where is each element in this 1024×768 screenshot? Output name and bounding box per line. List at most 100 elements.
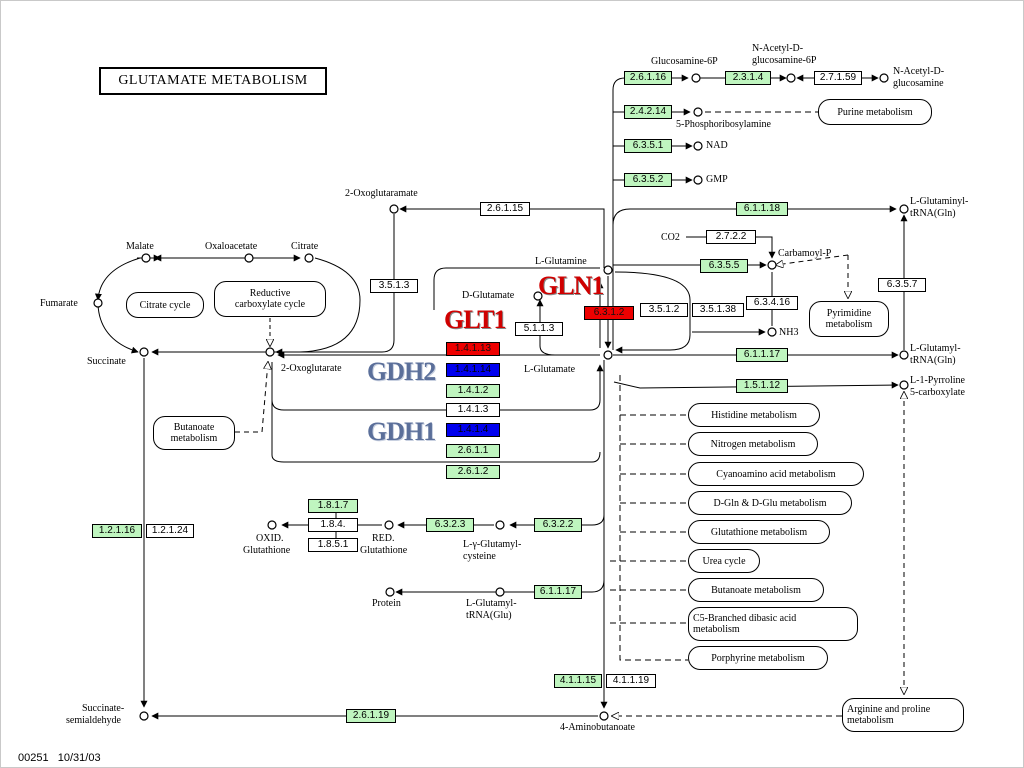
label-oxaloacetate: Oxaloacetate (205, 241, 258, 252)
map-histidine-metabolism[interactable]: Histidine metabolism (688, 403, 820, 427)
map-pyrimidine-line2: metabolism (825, 319, 873, 330)
map-nitrogen-metabolism[interactable]: Nitrogen metabolism (688, 432, 818, 456)
enzyme-3-5-1-2[interactable]: 3.5.1.2 (640, 303, 688, 317)
footer: 00251 10/31/03 (18, 752, 101, 764)
map-c5-line2: metabolism (693, 624, 740, 635)
enzyme-6-3-5-7[interactable]: 6.3.5.7 (878, 278, 926, 292)
map-butanoate-left-line1: Butanoate (173, 422, 215, 433)
enzyme-1-8-4[interactable]: 1.8.4. (308, 518, 358, 532)
map-porphyrine-metabolism[interactable]: Porphyrine metabolism (688, 646, 828, 670)
enzyme-6-3-5-5[interactable]: 6.3.5.5 (700, 259, 748, 273)
map-cyanoamino-acid-metabolism[interactable]: Cyanoamino acid metabolism (688, 462, 864, 486)
label-pyrroline-line1: L-1-Pyrroline (910, 375, 965, 386)
label-gmp: GMP (706, 174, 728, 185)
enzyme-3-5-1-3[interactable]: 3.5.1.3 (370, 279, 418, 293)
map-purine-metabolism[interactable]: Purine metabolism (818, 99, 932, 125)
enzyme-1-4-1-14[interactable]: 1.4.1.14 (446, 363, 500, 377)
enzyme-1-8-1-7[interactable]: 1.8.1.7 (308, 499, 358, 513)
enzyme-6-1-1-17-gln[interactable]: 6.1.1.17 (736, 348, 788, 362)
label-l-glutamine: L-Glutamine (535, 256, 587, 267)
map-glutathione-metabolism[interactable]: Glutathione metabolism (688, 520, 830, 544)
label-fumarate: Fumarate (40, 298, 78, 309)
map-d-gln-d-glu-metabolism[interactable]: D-Gln & D-Glu metabolism (688, 491, 852, 515)
map-butanoate-metabolism-left[interactable]: Butanoate metabolism (153, 416, 235, 450)
label-nad: NAD (706, 140, 728, 151)
enzyme-6-1-1-18[interactable]: 6.1.1.18 (736, 202, 788, 216)
map-pyrimidine-metabolism[interactable]: Pyrimidine metabolism (809, 301, 889, 337)
enzyme-6-3-5-2[interactable]: 6.3.5.2 (624, 173, 672, 187)
enzyme-2-6-1-2[interactable]: 2.6.1.2 (446, 465, 500, 479)
label-pyrroline-line2: 5-carboxylate (910, 387, 965, 398)
map-reductive-line1: Reductive (249, 288, 291, 299)
enzyme-4-1-1-19[interactable]: 4.1.1.19 (606, 674, 656, 688)
label-l-glutamate: L-Glutamate (524, 364, 576, 375)
map-arginine-line1: Arginine and proline (847, 704, 931, 715)
enzyme-1-8-5-1[interactable]: 1.8.5.1 (308, 538, 358, 552)
label-2-oxoglutaramate: 2-Oxoglutaramate (345, 188, 418, 199)
label-4-aminobutanoate: 4-Aminobutanoate (560, 722, 635, 733)
enzyme-1-4-1-13[interactable]: 1.4.1.13 (446, 342, 500, 356)
enzyme-3-5-1-38[interactable]: 3.5.1.38 (692, 303, 744, 317)
label-l-glutaminyl-trna-line2: tRNA(Gln) (910, 208, 956, 219)
label-co2: CO2 (661, 232, 680, 243)
label-oxid-glutathione-line1: OXID. (256, 533, 284, 544)
map-urea-cycle[interactable]: Urea cycle (688, 549, 760, 573)
enzyme-6-3-5-1[interactable]: 6.3.5.1 (624, 139, 672, 153)
enzyme-1-4-1-3[interactable]: 1.4.1.3 (446, 403, 500, 417)
label-malate: Malate (126, 241, 154, 252)
gene-label-gdh1: GDH1 (367, 417, 436, 446)
footer-map-id: 00251 (18, 752, 49, 764)
map-arginine-and-proline-metabolism[interactable]: Arginine and proline metabolism (842, 698, 964, 732)
enzyme-2-6-1-15[interactable]: 2.6.1.15 (480, 202, 530, 216)
enzyme-1-4-1-2[interactable]: 1.4.1.2 (446, 384, 500, 398)
enzyme-2-4-2-14[interactable]: 2.4.2.14 (624, 105, 672, 119)
enzyme-2-6-1-16[interactable]: 2.6.1.16 (624, 71, 672, 85)
label-citrate: Citrate (291, 241, 319, 252)
enzyme-4-1-1-15[interactable]: 4.1.1.15 (554, 674, 602, 688)
label-red-glutathione-line1: RED. (372, 533, 395, 544)
map-butanoate-metabolism-right[interactable]: Butanoate metabolism (688, 578, 824, 602)
enzyme-6-3-4-16[interactable]: 6.3.4.16 (746, 296, 798, 310)
map-pyrimidine-line1: Pyrimidine (826, 308, 872, 319)
map-c5-branched-dibasic-acid-metabolism[interactable]: C5-Branched dibasic acid metabolism (688, 607, 858, 641)
enzyme-1-2-1-16[interactable]: 1.2.1.16 (92, 524, 142, 538)
label-l-glutamyl-trna-gln-line1: L-Glutamyl- (910, 343, 961, 354)
label-red-glutathione-line2: Glutathione (360, 545, 408, 556)
enzyme-6-3-2-3[interactable]: 6.3.2.3 (426, 518, 474, 532)
map-citrate-cycle[interactable]: Citrate cycle (126, 292, 204, 318)
enzyme-1-5-1-12[interactable]: 1.5.1.12 (736, 379, 788, 393)
label-nacetyl-glucosamine-6p-line1: N-Acetyl-D- (752, 43, 804, 54)
label-nacetyl-glucosamine-line1: N-Acetyl-D- (893, 66, 945, 77)
enzyme-2-6-1-19[interactable]: 2.6.1.19 (346, 709, 396, 723)
label-glutamylcysteine-line1: L-γ-Glutamyl- (463, 539, 522, 550)
enzyme-1-4-1-4[interactable]: 1.4.1.4 (446, 423, 500, 437)
label-carbamoyl-p: Carbamoyl-P (778, 248, 832, 259)
enzyme-2-3-1-4[interactable]: 2.3.1.4 (725, 71, 771, 85)
label-nh3: NH3 (779, 327, 799, 338)
compound-nodes (93, 73, 909, 721)
label-l-glutamyl-trna-glu-line1: L-Glutamyl- (466, 598, 517, 609)
label-nacetyl-glucosamine-6p-line2: glucosamine-6P (752, 55, 817, 66)
gene-label-gdh2: GDH2 (367, 357, 436, 386)
label-l-glutaminyl-trna-line1: L-Glutaminyl- (910, 196, 969, 207)
label-d-glutamate: D-Glutamate (462, 290, 515, 301)
map-reductive-line2: carboxylate cycle (234, 299, 306, 310)
label-glucosamine-6p: Glucosamine-6P (651, 56, 718, 67)
label-succinate: Succinate (87, 356, 126, 367)
enzyme-6-3-2-2[interactable]: 6.3.2.2 (534, 518, 582, 532)
enzyme-2-7-1-59[interactable]: 2.7.1.59 (814, 71, 862, 85)
gene-label-gln1: GLN1 (538, 271, 604, 300)
enzyme-6-3-1-2[interactable]: 6.3.1.2 (584, 306, 634, 320)
map-reductive-carboxylate-cycle[interactable]: Reductive carboxylate cycle (214, 281, 326, 317)
label-l-glutamyl-trna-gln-line2: tRNA(Gln) (910, 355, 956, 366)
enzyme-1-2-1-24[interactable]: 1.2.1.24 (146, 524, 194, 538)
map-arginine-line2: metabolism (847, 715, 894, 726)
label-oxid-glutathione-line2: Glutathione (243, 545, 291, 556)
label-glutamylcysteine-line2: cysteine (463, 551, 496, 562)
gene-label-glt1: GLT1 (444, 305, 507, 334)
enzyme-2-6-1-1[interactable]: 2.6.1.1 (446, 444, 500, 458)
enzyme-2-7-2-2[interactable]: 2.7.2.2 (706, 230, 756, 244)
enzyme-6-1-1-17-glu[interactable]: 6.1.1.17 (534, 585, 582, 599)
enzyme-5-1-1-3[interactable]: 5.1.1.3 (515, 322, 563, 336)
